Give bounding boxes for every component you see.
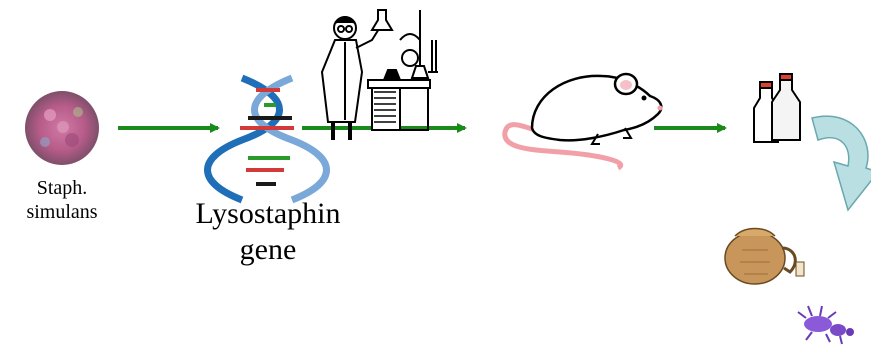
bacteria-culture-icon — [25, 91, 99, 165]
label-lysostaphin-gene: Lysostaphin gene — [168, 196, 368, 268]
label-gene-line2: gene — [168, 232, 368, 268]
curved-arrow-icon — [812, 116, 871, 210]
label-staph-line1: Staph. — [0, 176, 124, 200]
milk-bottles-icon — [754, 74, 800, 142]
scientist-lab-icon — [322, 10, 438, 140]
label-staph: Staph. simulans — [0, 176, 124, 224]
mouse-icon — [505, 74, 663, 168]
bug-icon — [798, 306, 854, 344]
pitcher-icon — [725, 229, 804, 285]
dna-helix-icon — [208, 78, 327, 200]
label-staph-line2: simulans — [0, 200, 124, 224]
label-gene-line1: Lysostaphin — [168, 196, 368, 232]
